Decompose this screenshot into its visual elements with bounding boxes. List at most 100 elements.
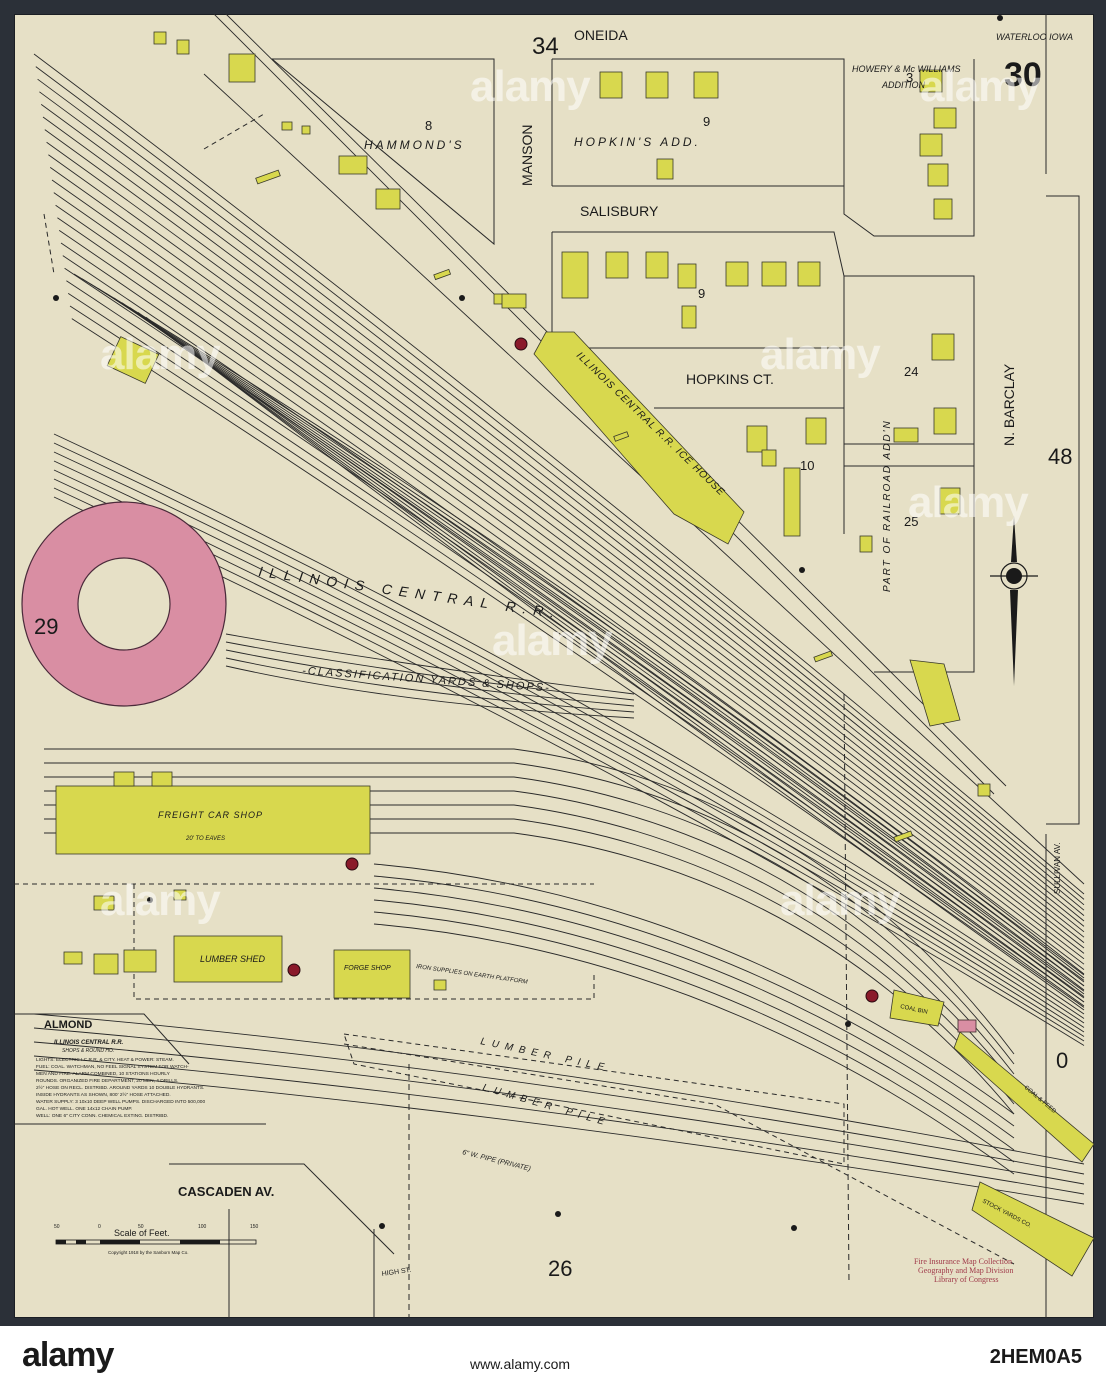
roundhouse (21, 501, 227, 707)
dot-icon (799, 567, 805, 573)
track (225, 641, 635, 701)
block-number: 3 (906, 70, 913, 85)
hydrant-icon (514, 337, 528, 351)
track (33, 1055, 1085, 1195)
scale-tick: 100 (198, 1224, 207, 1230)
track (53, 469, 1085, 1033)
building (63, 951, 83, 965)
dwelling (933, 407, 957, 435)
dwelling (656, 158, 674, 180)
freight-car-shop-sub: 20' TO EAVES (185, 836, 225, 842)
legend-line: 2½" HOSE ON RECL. DISTRIBD. AROUND YARDS… (36, 1084, 204, 1091)
dot-icon (459, 295, 465, 301)
track (44, 790, 1015, 1085)
track (62, 255, 1085, 981)
railroad-tracks (24, 13, 1085, 1205)
stamp-line: Library of Congress (934, 1275, 998, 1284)
street-high: HIGH ST. (381, 1267, 411, 1278)
dwelling (725, 261, 749, 287)
track (225, 665, 635, 719)
property-line (43, 213, 55, 275)
dwelling (939, 487, 961, 515)
block-number: 25 (904, 514, 918, 529)
platform (813, 650, 833, 663)
legend-line: LIGHTS: ELECTRIC I.C.R.R. & CITY. HEAT &… (36, 1057, 174, 1063)
freight-car-shop-label: FREIGHT CAR SHOP (158, 810, 263, 820)
dwelling (681, 305, 697, 329)
street-salisbury: SALISBURY (580, 203, 659, 219)
property-line (843, 693, 850, 1285)
platform (255, 169, 281, 185)
track (42, 116, 1085, 922)
track (97, 288, 1085, 987)
street-hopkins-ct: HOPKINS CT. (686, 371, 774, 387)
scale-tick: 150 (250, 1224, 259, 1230)
track (48, 154, 1085, 938)
street-manson: MANSON (519, 125, 535, 186)
stamp-line: Fire Insurance Map Collection (914, 1257, 1012, 1266)
track (49, 167, 1085, 943)
block-mid (552, 231, 975, 673)
street-n-barclay: N. BARCLAY (1001, 363, 1017, 446)
adjacent-sheet-bottom: 26 (548, 1256, 572, 1281)
track (51, 179, 1085, 949)
track (89, 283, 1085, 983)
track (121, 302, 1085, 999)
building (783, 467, 801, 537)
legend-line: INSIDE HYDRANTS AS SHOWN, 800' 2½" HOSE … (36, 1091, 171, 1098)
scale-tick: 50 (138, 1224, 144, 1230)
scale-label: Scale of Feet. (114, 1228, 170, 1238)
dwelling (933, 198, 953, 220)
track (373, 911, 1015, 1163)
turntable (77, 557, 171, 651)
legend-title: ILLINOIS CENTRAL R.R. (54, 1040, 124, 1046)
track (44, 129, 1085, 927)
track (46, 141, 1085, 933)
block-number: 24 (904, 364, 918, 379)
stock-yards (971, 1181, 1095, 1277)
building (93, 953, 119, 975)
building (151, 771, 173, 787)
platform (433, 268, 452, 281)
building (501, 293, 527, 309)
track (44, 748, 1015, 1055)
track (33, 1069, 1085, 1205)
dwelling (761, 261, 787, 287)
building (281, 121, 293, 131)
legend-line: ROUNDS. ORGANIZED FIRE DEPARTMENT, 20 ME… (36, 1078, 178, 1084)
building (173, 889, 187, 901)
platform (613, 431, 630, 442)
dwelling (927, 163, 949, 187)
building (153, 31, 167, 45)
dwelling (919, 133, 943, 157)
dwelling (645, 71, 669, 99)
platform (893, 830, 913, 843)
watermark-logo: alamy (22, 1336, 114, 1374)
block-cascaden (169, 1163, 395, 1255)
freight-car-shop (55, 785, 371, 855)
forge-shop (333, 949, 411, 999)
hydrant-icon (287, 963, 301, 977)
building (338, 155, 368, 175)
street-almond: ALMOND (44, 1019, 92, 1031)
dwelling (746, 425, 768, 453)
dot-icon (555, 1211, 561, 1217)
track (73, 273, 1085, 975)
track (35, 66, 1085, 900)
block-outlines (14, 14, 1080, 1318)
track (373, 899, 1015, 1151)
watermark-link[interactable]: www.alamy.com (470, 1356, 571, 1372)
yard-fence (133, 884, 595, 1000)
track (373, 875, 1015, 1127)
track (58, 230, 1085, 970)
track (33, 1027, 1085, 1175)
lumber-shed-label: LUMBER SHED (200, 954, 266, 964)
forge-shop-label: FORGE SHOP (344, 965, 391, 972)
track (373, 863, 1015, 1115)
water-pipe (343, 1043, 1015, 1265)
legend-line: FUEL: COAL. WATCHMAN, NO FEEL SIGNAL SYS… (36, 1064, 189, 1070)
track (69, 305, 1085, 1003)
hydrant-icon (345, 857, 359, 871)
adjacent-sheet-bottom-right: 0 (1056, 1048, 1068, 1073)
lumber-pile-outline (343, 1033, 845, 1165)
